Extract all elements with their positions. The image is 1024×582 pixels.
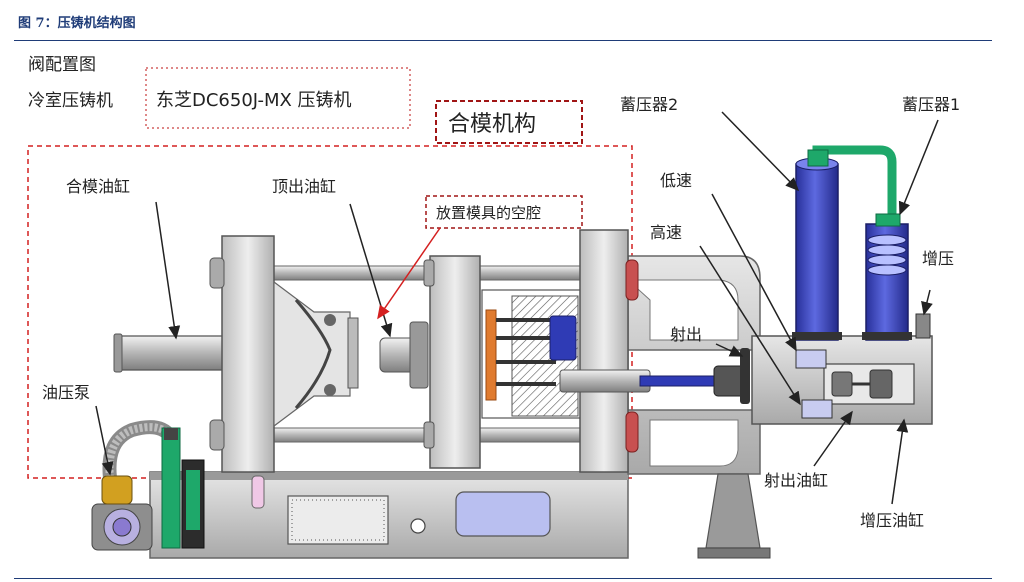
accumulator-1-bellows [867,234,907,276]
ejector-plate [409,321,429,389]
oil-pump-arrow [95,405,114,476]
pipe-fitting-1 [875,213,901,227]
boost-cylinder-arrow [891,418,909,505]
ejector-cylinder-label: 顶出油缸 [272,177,336,196]
plunger-rod [639,375,721,387]
clamping-mechanism-box [435,100,583,144]
boost-arrow [921,289,933,316]
mold-cavity-arrow [377,227,441,320]
injection-frame-cutout-lower [649,419,739,467]
mold-half-moving [485,309,497,401]
oil-pump-label: 油压泵 [42,383,90,402]
fixed-nut-bottom [625,411,639,453]
moving-bushing-top [423,259,435,287]
cold-chamber-label: 冷室压铸机 [28,91,113,111]
mold-pins [496,318,556,386]
accumulator-1-base [862,332,912,340]
injection-cylinder-arrow [813,410,853,467]
low-speed-label: 低速 [660,171,692,190]
accumulator-2 [795,163,839,341]
gauge-icon [410,518,426,534]
rear-nut-top [209,257,225,289]
crosshead [347,317,359,389]
injection-flange [740,348,750,404]
accumulator-pipe [812,145,897,218]
model-box [145,67,411,129]
low-speed-valve [795,349,827,369]
boost-piston-b [869,369,893,399]
accumulator-2-base [792,332,842,340]
clamp-cylinder-rod [115,335,227,371]
clamp-cylinder-label: 合模油缸 [66,177,130,196]
boost-valve [915,313,931,339]
fixed-nut-top [625,259,639,301]
mold-insert-blue [549,315,577,361]
mold-cavity-box [425,195,583,229]
high-speed-valve [801,399,833,419]
oil-pump-motor [91,420,205,551]
toggle-arm [294,299,332,409]
valve-layout-label: 阀配置图 [28,55,96,75]
rear-platen [221,235,275,473]
bottom-rule [14,578,992,579]
accumulator-2-label: 蓄压器2 [620,95,678,114]
mold-cavity-label: 放置模具的空腔 [436,204,541,222]
figure-caption: 图 7：压铸机结构图 [18,16,136,31]
base-panel [287,495,389,545]
accumulator-1-label: 蓄压器1 [902,95,960,114]
machine-base [149,471,629,559]
clamping-mechanism-label: 合模机构 [448,112,536,137]
shot-sleeve [559,369,651,393]
moving-bushing-bottom [423,421,435,449]
clamp-rod-cap [113,333,123,373]
boost-cylinder-label: 增压油缸 [860,511,924,530]
high-speed-arrow [699,245,801,406]
rear-nut-bottom [209,419,225,451]
tie-bar-bottom [211,427,633,443]
base-window [455,491,551,537]
top-rule [14,40,992,41]
moving-platen [429,255,481,469]
boost-label: 增压 [922,249,954,268]
plunger-coupling [713,365,745,397]
oil-level-gauge [251,475,265,509]
model-name: 东芝DC650J-MX 压铸机 [156,90,352,111]
support-foot [697,547,771,559]
base-panel-rivets [291,499,385,541]
support-leg [705,473,761,549]
accumulator-2-arrow [721,111,800,192]
toggle-linkage [273,280,351,428]
injection-arrow [715,343,744,357]
low-speed-arrow [711,193,797,352]
toggle-pin-a [324,314,336,326]
toggle-pin-b [324,384,336,396]
boost-piston-a [831,371,853,397]
injection-cylinder-label: 射出油缸 [764,471,828,490]
base-top-edge [150,472,628,480]
accumulator-1-arrow [898,119,939,216]
injection-label: 射出 [670,325,702,344]
clamp-cylinder-arrow [155,201,181,340]
high-speed-label: 高速 [650,223,682,242]
fixed-platen [579,229,629,473]
pipe-fitting-2 [807,149,829,167]
tie-bar-top [211,265,633,281]
